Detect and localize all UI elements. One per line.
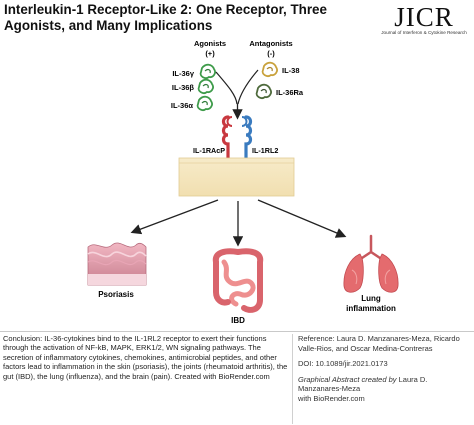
credit-text: Graphical Abstract created by Laura D. M… xyxy=(298,375,470,404)
arrow-to-psoriasis xyxy=(130,199,219,235)
receptor-label-right: IL-1RL2 xyxy=(252,146,278,155)
doi-text: DOI: 10.1089/jir.2021.0173 xyxy=(298,359,388,368)
credit-name: Laura D. Manzanares-Meza xyxy=(298,374,428,394)
journal-name: Journal of Interferon & Cytokine Researc… xyxy=(381,30,467,35)
il36-beta-protein-icon xyxy=(197,78,214,94)
antagonists-sign: (-) xyxy=(267,49,275,58)
agonist-converge-line xyxy=(215,71,238,105)
antagonist-converge-line xyxy=(237,69,259,105)
agonists-heading: Agonists xyxy=(194,39,226,48)
column-divider xyxy=(292,334,293,424)
antagonists-heading: Antagonists xyxy=(249,39,292,48)
arrow-to-lung xyxy=(257,199,347,238)
agonist-label-1: IL-36γ xyxy=(172,69,195,78)
il36-alpha-protein-icon xyxy=(196,95,213,111)
agonist-label-2: IL-36β xyxy=(172,83,195,92)
outcome-lung-line2: inflammation xyxy=(346,304,396,313)
agonists-sign: (+) xyxy=(205,49,215,58)
lungs-icon xyxy=(343,234,399,293)
reference-column: Reference: Laura D. Manzanares-Meza, Ric… xyxy=(298,334,470,403)
receptor-label-left: IL-1RAcP xyxy=(193,146,225,155)
outcome-lung-line1: Lung xyxy=(361,294,381,303)
intestine-icon xyxy=(212,248,264,313)
diagram: Agonists (+) Antagonists (-) IL-36γ IL-3… xyxy=(87,39,399,325)
reference-text: Reference: Laura D. Manzanares-Meza, Ric… xyxy=(298,334,460,353)
page-title: Interleukin-1 Receptor-Like 2: One Recep… xyxy=(4,2,327,33)
credit-tail: with BioRender.com xyxy=(298,393,365,403)
antagonist-label-2: IL-36Ra xyxy=(276,88,304,97)
conclusion-text: Conclusion: IL-36-cytokines bind to the … xyxy=(3,334,288,381)
bottom-divider xyxy=(0,331,474,332)
antagonist-label-1: IL-38 xyxy=(282,66,300,75)
il38-protein-icon xyxy=(261,61,278,77)
il36-gamma-protein-icon xyxy=(199,63,216,79)
outcome-ibd: IBD xyxy=(231,316,245,325)
journal-abbrev: JICR xyxy=(394,2,454,32)
skin-tissue-icon xyxy=(87,242,147,286)
outcome-psoriasis: Psoriasis xyxy=(98,290,134,299)
cell-membrane xyxy=(178,157,295,197)
journal-logo: JICR Journal of Interferon & Cytokine Re… xyxy=(378,2,470,36)
agonist-label-3: IL-36α xyxy=(171,101,194,110)
credit-italic: Graphical Abstract created by xyxy=(298,374,397,384)
il36ra-protein-icon xyxy=(255,83,272,99)
